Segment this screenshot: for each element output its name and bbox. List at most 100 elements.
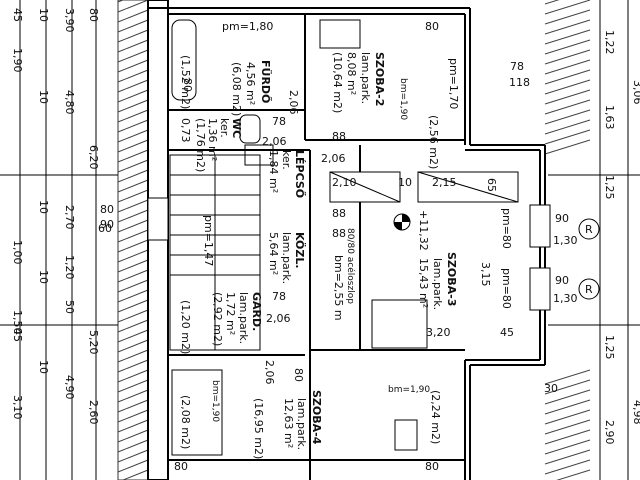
dim-88a: 88 (332, 130, 346, 143)
ld-a3: 1,50 (11, 310, 24, 335)
rd-b1: 4,98 (631, 400, 640, 425)
fixtures (171, 19, 428, 456)
ld-c1: 4,80 (63, 90, 76, 115)
roof-hatch-line (117, 309, 149, 323)
room-kozl-area: 5,64 m² (267, 232, 280, 275)
roof-hatch-line (544, 129, 591, 145)
dim-206b: 2,06 (321, 152, 346, 165)
dim-90b: 90 (555, 274, 569, 287)
ld-b0: 10 (37, 8, 50, 22)
dim-215: 2,15 (432, 176, 457, 189)
roof-hatch-line (117, 419, 149, 433)
dim-78a: 78 (510, 60, 524, 73)
roof-hatch-line (117, 129, 149, 143)
roof-hatch-line (117, 359, 149, 373)
roof-hatch-line (544, 409, 591, 425)
dim-206e: 2,06 (287, 90, 300, 115)
room-szoba3-name: SZOBA-3 (445, 252, 458, 306)
roof-hatch-line (544, 99, 591, 115)
roof-hatch-line (544, 139, 591, 155)
dim-30: 30 (544, 382, 558, 395)
rd-a4: 2,90 (603, 420, 616, 445)
ld-d2: 2,60 (87, 400, 100, 425)
roof-hatch-line (117, 349, 149, 363)
roof-hatch-line (544, 69, 591, 85)
ld-c6: 4,90 (63, 375, 76, 400)
room-szoba4-name: SZOBA-4 (310, 390, 323, 445)
roof-hatch-line (117, 99, 149, 113)
room-szoba2-ceil: (10,64 m2) (331, 52, 344, 113)
roof-hatch-line (544, 79, 591, 95)
r-marker-a: R (585, 223, 593, 236)
roof-hatch-line (117, 209, 149, 223)
rd-a0: 1,22 (603, 30, 616, 55)
dim-88b: 88 (332, 207, 346, 220)
roof-hatch-line (544, 89, 591, 105)
roof-hatch-line (117, 399, 149, 413)
roof-hatch-line (117, 259, 149, 273)
ld-b1: 10 (37, 90, 50, 104)
r-marker-b: R (585, 283, 593, 296)
rd-a1: 1,63 (603, 105, 616, 130)
label-c208: (2,08 m2) (179, 395, 192, 449)
dim-88c: 88 (332, 227, 346, 240)
roof-hatch-line (117, 249, 149, 263)
roof-hatch-line (117, 109, 149, 123)
label-pm80b: pm=80 (500, 268, 513, 309)
room-furdo-area: 4,56 m² (244, 62, 257, 105)
roof-hatch-line (117, 379, 149, 393)
room-furdo-ceil: (6,08 m2) (230, 62, 243, 116)
dim-80b: 80 (174, 460, 188, 473)
ld-b3: 10 (37, 270, 50, 284)
label-c152: (1,52 m2) (179, 55, 192, 109)
ld-c5: 5,20 (87, 330, 100, 355)
dim-315: 3,15 (479, 262, 492, 287)
label-pm147: pm=1,47 (202, 215, 215, 266)
roof-hatch-lines-left (117, 0, 149, 480)
roof-hatch-line (117, 29, 149, 43)
room-szoba3-area: 15,43 m² (417, 258, 430, 308)
room-lepcso-name: LÉPCSŐ (293, 150, 307, 198)
room-gard-kind: lam.park. (237, 292, 250, 344)
label-bm190b: bm=1,90 (210, 380, 220, 422)
room-gard-ceil: (2,92 m2) (211, 292, 224, 346)
roof-hatch-line (544, 419, 591, 435)
room-szoba2-kind: lam.park. (359, 52, 372, 104)
roof-hatch-line (544, 439, 591, 455)
roof-hatch-line (117, 159, 149, 173)
label-c224: (2,24 m2) (429, 390, 442, 444)
roof-hatch-line (117, 139, 149, 153)
roof-hatch-line (117, 19, 149, 33)
roof-hatch-line (117, 239, 149, 253)
room-szoba2-name: SZOBA-2 (373, 52, 386, 106)
dim-78c: 78 (272, 290, 286, 303)
roof-hatch-line (544, 429, 591, 445)
room-furdo-name: FÜRDŐ (259, 60, 273, 103)
roof-hatch-line (117, 79, 149, 93)
roof-hatch-line (117, 119, 149, 133)
roof-hatch-line (117, 179, 149, 193)
roof-hatch-line (117, 299, 149, 313)
dim-206d: 2,06 (263, 360, 276, 385)
left-dims: 45 1,90 1,00 1,50 45 3,10 10 10 10 10 10… (11, 8, 100, 425)
label-pm180: pm=1,80 (222, 20, 273, 33)
dim-80f: 80 (181, 78, 194, 92)
windows (147, 171, 551, 311)
roof-hatch-line (117, 49, 149, 63)
roof-hatch-line (544, 49, 591, 65)
room-szoba4-ceil: (16,95 m2) (252, 398, 265, 459)
ld-d1: 50 (63, 300, 76, 314)
roof-hatch-line (544, 109, 591, 125)
roof-hatch-line (117, 0, 149, 13)
roof-hatch-line (544, 379, 591, 395)
roof-hatch-line (117, 219, 149, 233)
dim-65: 65 (485, 178, 498, 192)
ld-a4: 45 (11, 328, 24, 342)
roof-hatch-line (544, 29, 591, 45)
room-kozl-name: KÖZL. (293, 232, 307, 269)
room-szoba2-area: 8,08 m² (345, 52, 358, 95)
label-c120: (1,20 m2) (179, 300, 192, 354)
room-kozl-kind: lam.park. (280, 232, 293, 284)
